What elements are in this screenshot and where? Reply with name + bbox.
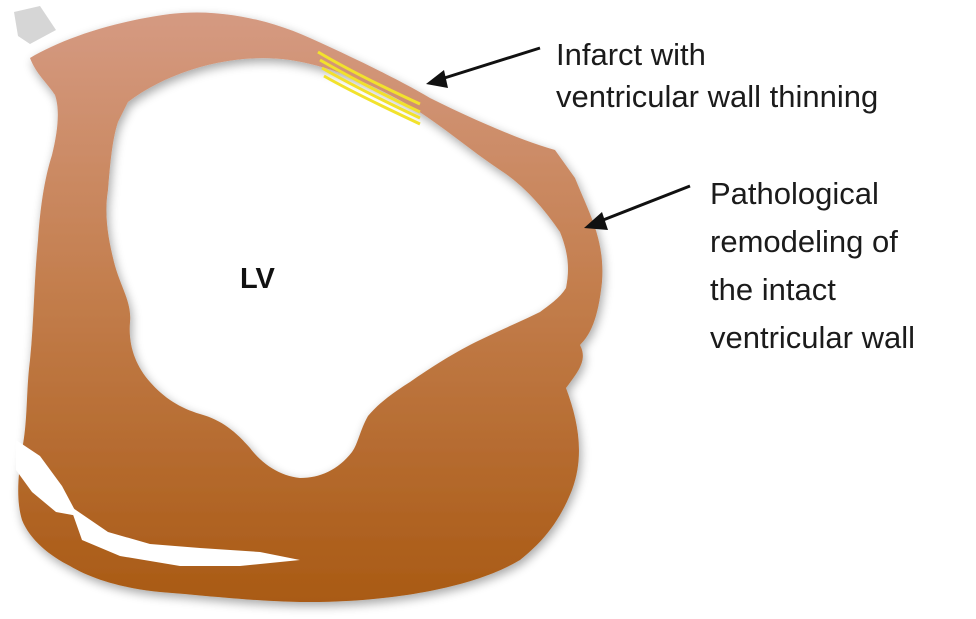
annotation-line: ventricular wall thinning [556,76,878,118]
remodeling-annotation: Pathological remodeling of the intact ve… [710,170,915,362]
lv-chamber-label: LV [240,263,275,296]
annotation-line: Infarct with [556,34,878,76]
grey-wedge-shape [14,6,56,44]
annotation-line: remodeling of [710,218,915,266]
annotation-line: the intact [710,266,915,314]
annotation-line: Pathological [710,170,915,218]
remodeling-arrow [584,186,690,230]
infarct-stripe [318,52,420,104]
infarct-arrow [426,48,540,88]
ventricular-wall [18,12,602,602]
annotation-line: ventricular wall [710,314,915,362]
infarct-annotation: Infarct with ventricular wall thinning [556,34,878,118]
